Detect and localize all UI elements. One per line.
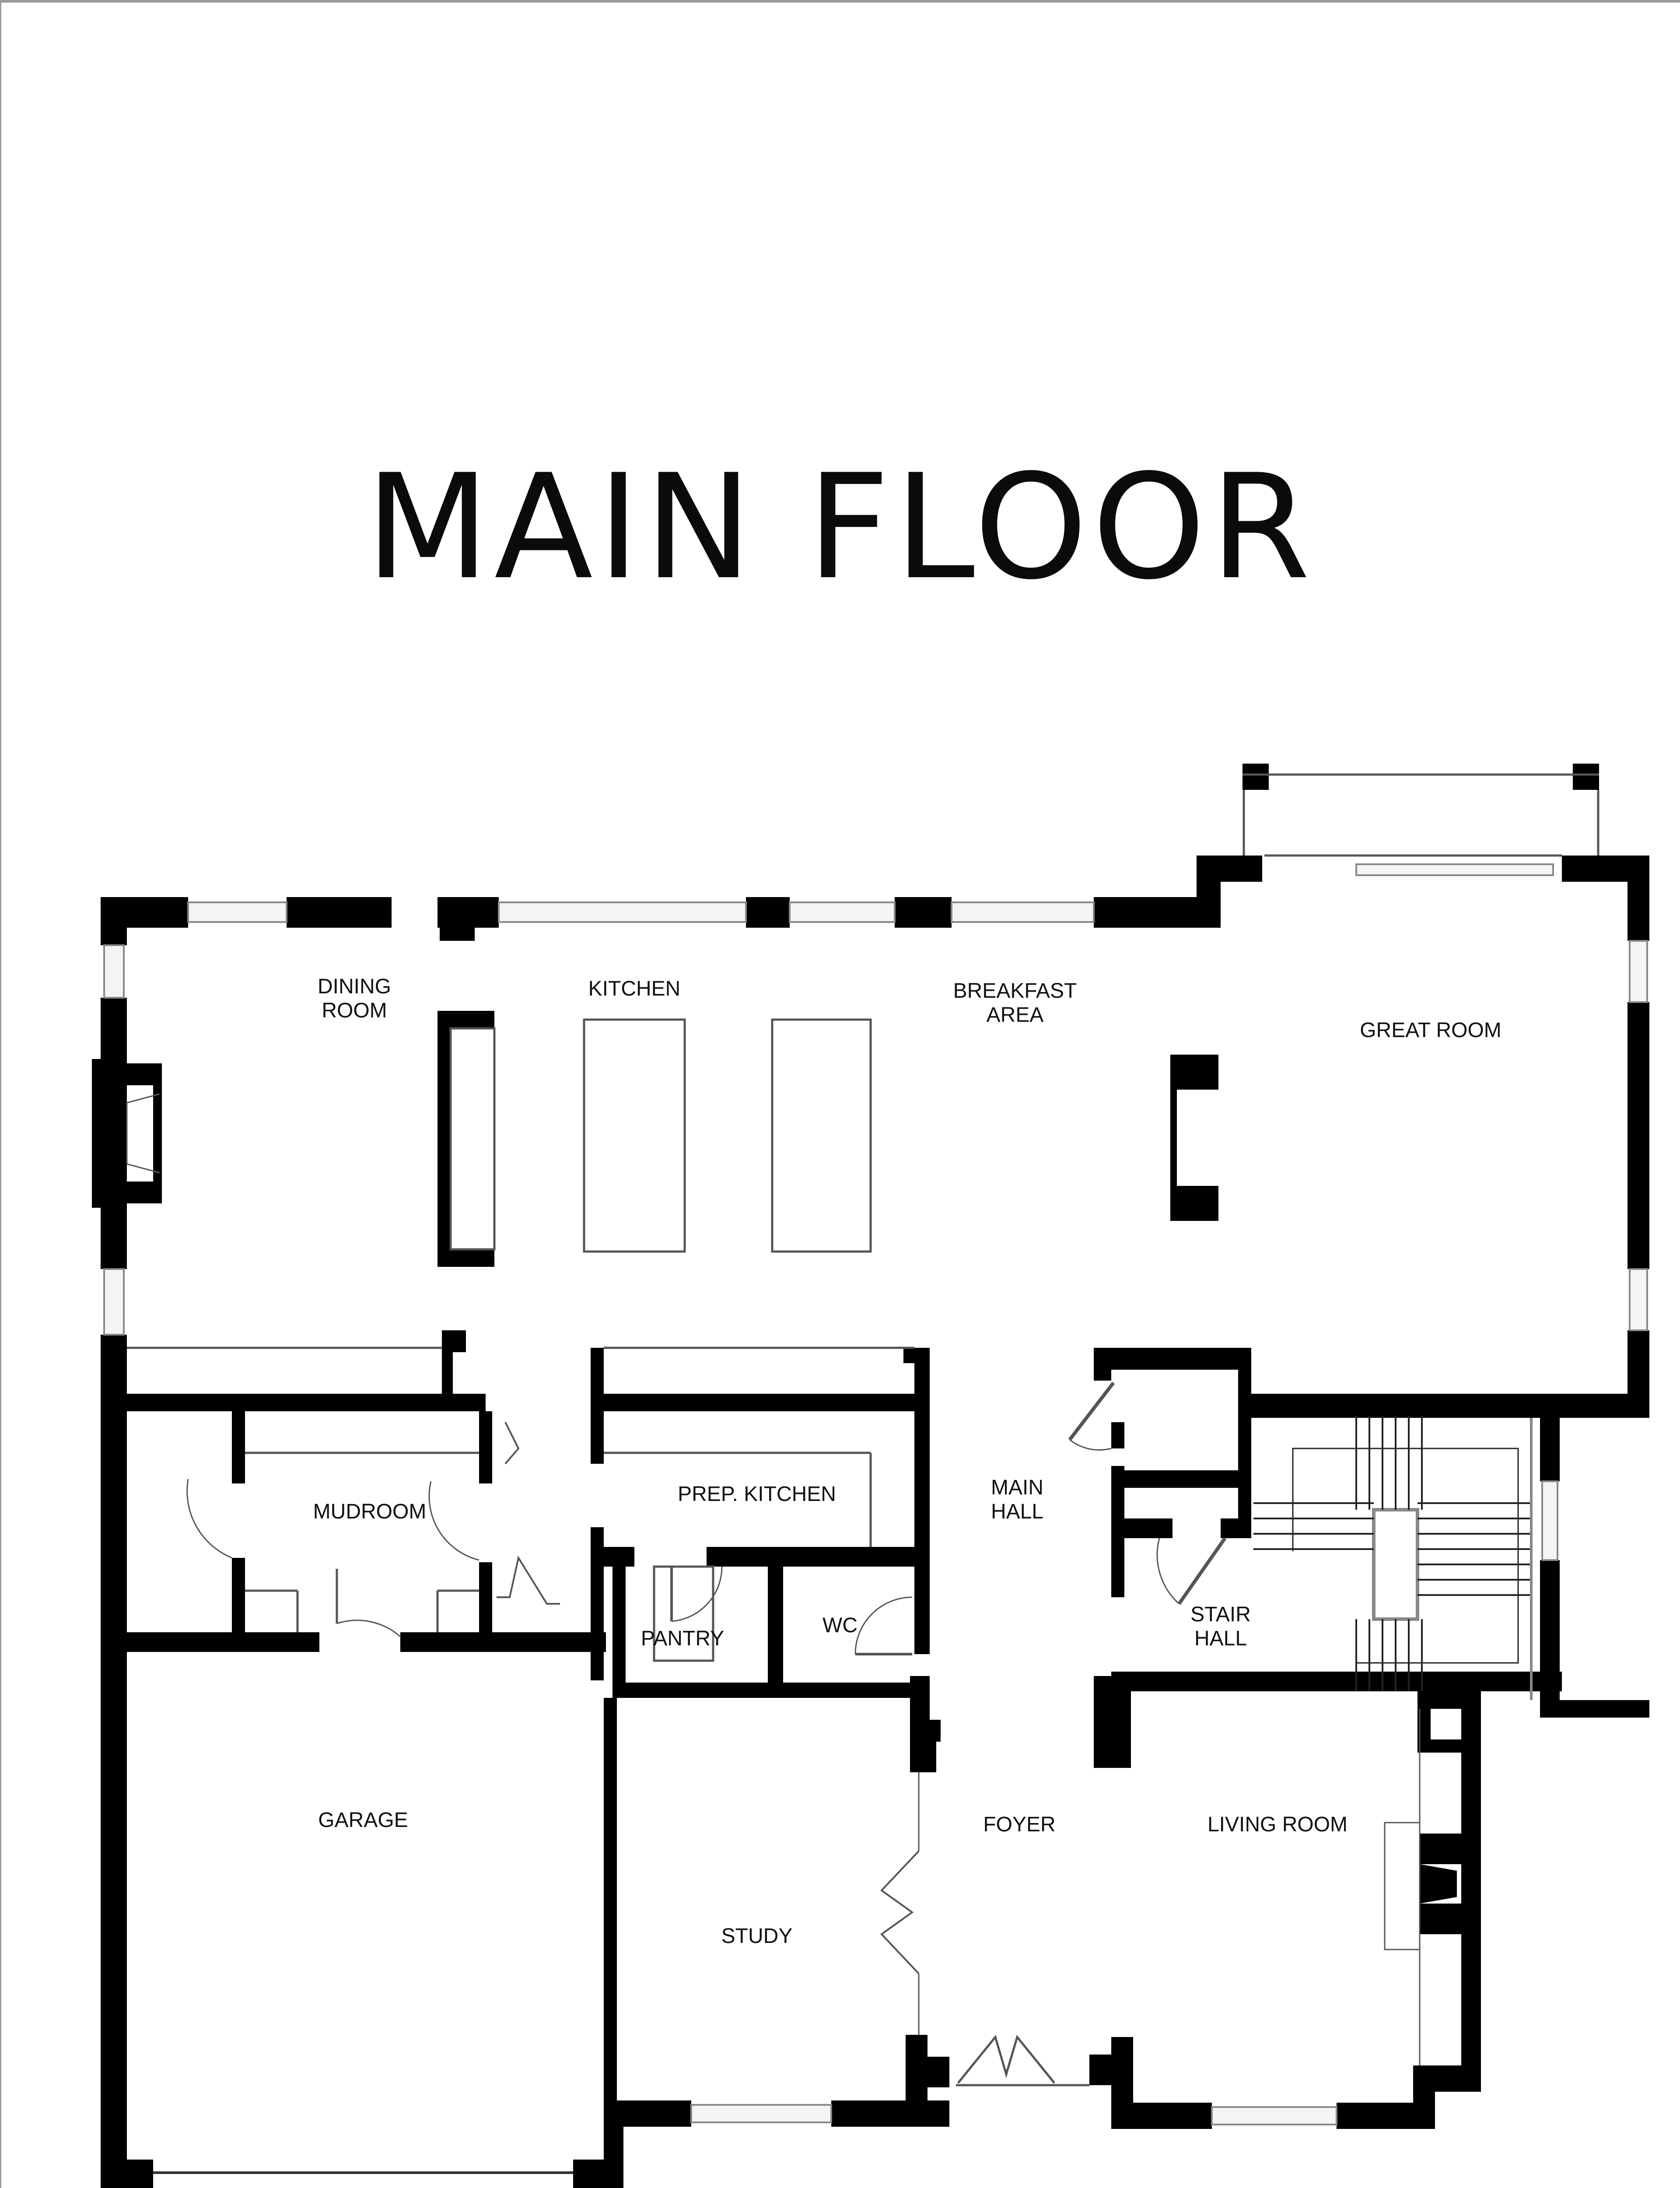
label-pantry: PANTRY [641,1627,724,1650]
label-dining-room-2: ROOM [322,999,387,1022]
label-breakfast-area: BREAKFAST [953,979,1077,1003]
label-mudroom: MUDROOM [313,1500,427,1523]
label-garage: GARAGE [318,1809,408,1832]
label-main-hall-2: HALL [991,1500,1043,1523]
label-foyer: FOYER [983,1813,1055,1836]
walls [92,764,1649,2188]
label-prep-kitchen: PREP. KITCHEN [678,1483,836,1506]
staircase [1253,1416,1533,1700]
room-labels: DINING ROOM KITCHEN BREAKFAST AREA GREAT… [313,975,1502,1948]
label-living-room: LIVING ROOM [1208,1813,1348,1836]
label-stair-hall-2: HALL [1194,1627,1247,1650]
floor-title: MAIN FLOOR [365,443,1315,611]
label-kitchen: KITCHEN [588,977,681,1000]
label-stair-hall: STAIR [1190,1603,1251,1626]
fixtures [127,773,1600,2174]
windows [103,863,1648,2125]
label-wc: WC [822,1614,858,1637]
label-main-hall: MAIN [991,1476,1043,1499]
label-great-room: GREAT ROOM [1360,1019,1502,1042]
label-study: STUDY [721,1925,793,1948]
dining-fireplace [126,1093,160,1174]
label-dining-room: DINING [318,975,391,998]
label-breakfast-area-2: AREA [987,1003,1044,1027]
